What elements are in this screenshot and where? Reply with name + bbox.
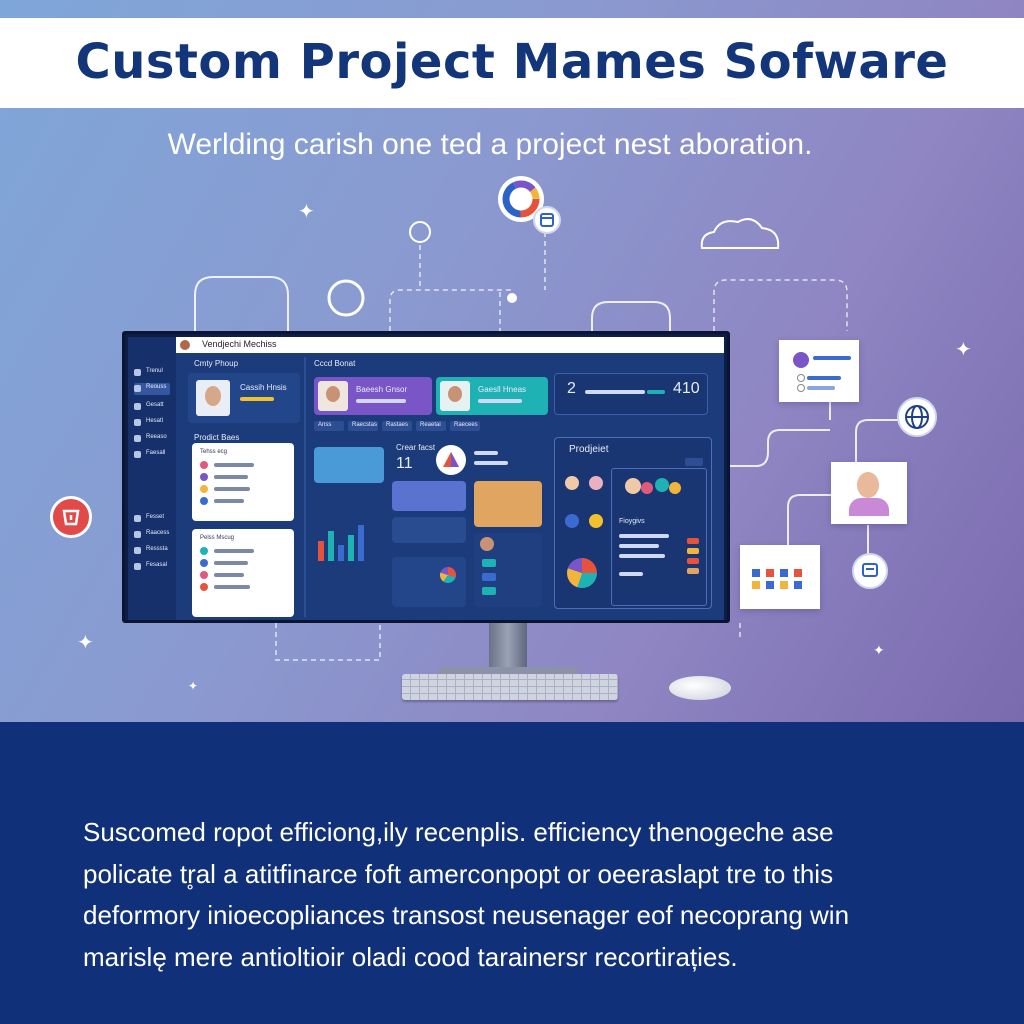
profile-card[interactable]: Baeesh Gnsor	[314, 377, 432, 415]
bar-chart-icon	[314, 515, 374, 561]
user-avatar[interactable]	[180, 340, 190, 350]
task-card[interactable]	[392, 517, 466, 543]
profile-card[interactable]: Gaesll Hneas	[436, 377, 548, 415]
mouse	[669, 676, 731, 700]
hero-section: Custom Project Mames Sofware Werlding ca…	[0, 0, 1024, 722]
description-line: policate tr̥al a atitfinarce foft amerco…	[83, 858, 834, 889]
globe-icon	[897, 397, 937, 437]
sidebar-item[interactable]: Trenul	[134, 367, 170, 379]
monitor-base	[438, 667, 578, 677]
description-line: marislę mere antioltioir oladi cood tara…	[83, 941, 738, 972]
big-number: 11	[396, 455, 413, 472]
list-card[interactable]: Tehss ecg	[192, 443, 294, 521]
monitor-stand	[489, 623, 527, 673]
app-screen: Trenul Reouss Gesatt Hesatl Reeaso Faesa…	[128, 337, 724, 620]
description-text: Suscomed ropot efficiong,ily recenplis. …	[83, 812, 983, 978]
sidebar-item[interactable]: Gesatt	[134, 401, 170, 413]
tab[interactable]: Anss	[314, 421, 344, 431]
tab[interactable]: Raecstas	[348, 421, 378, 431]
app-topbar: Vendjechi Mechiss	[176, 337, 724, 353]
connector-lines	[170, 218, 902, 661]
sidebar-item[interactable]: Resssta	[134, 545, 170, 557]
description-panel: Suscomed ropot efficiong,ily recenplis. …	[0, 722, 1024, 1024]
sparkle-icon: ✦	[955, 339, 972, 361]
logo-icon	[436, 445, 466, 475]
panel-title: Prodjeiet	[569, 444, 609, 455]
page-title: Custom Project Mames Sofware	[75, 34, 949, 90]
sparkle-icon: ✦	[77, 632, 94, 654]
icon-grid-card	[740, 545, 820, 609]
task-card[interactable]	[474, 533, 542, 607]
tab[interactable]: Rastaes	[382, 421, 412, 431]
cloud-icon	[700, 218, 780, 249]
project-team-label: Prodict Baes	[194, 433, 240, 442]
app-title: Vendjechi Mechiss	[202, 339, 277, 349]
sparkle-icon: ✦	[298, 201, 315, 223]
message-card	[779, 340, 859, 402]
sparkle-icon: ✦	[188, 679, 199, 693]
panel-subhead: Fioygivs	[619, 518, 645, 525]
sidebar-item-active[interactable]: Reouss	[134, 383, 170, 395]
stats-card: 2 410	[554, 373, 708, 415]
profile-photo-card	[831, 462, 907, 524]
panel-card-label: Crear facst	[396, 443, 436, 452]
monitor: Trenul Reouss Gesatt Hesatl Reeaso Faesa…	[122, 331, 730, 623]
panel-button[interactable]	[685, 458, 703, 466]
sidebar-item[interactable]: Faesall	[134, 449, 170, 461]
sidebar-item[interactable]: Raacess	[134, 529, 170, 541]
list-card[interactable]: Pelss Mscug	[192, 529, 294, 617]
title-bar: Custom Project Mames Sofware	[0, 18, 1024, 108]
sidebar-item[interactable]: Fesset	[134, 513, 170, 525]
calendar-icon	[533, 206, 561, 234]
tab[interactable]: Reaetai	[416, 421, 446, 431]
description-line: deformory inioecopliances transost neuse…	[83, 900, 850, 930]
sidebar-item[interactable]: Hesatl	[134, 417, 170, 429]
sparkle-icon: ✦	[873, 642, 885, 658]
task-card[interactable]	[392, 557, 466, 607]
metric-card[interactable]	[314, 447, 384, 483]
section-title: Cccd Bonat	[314, 359, 356, 368]
description-line: Suscomed ropot efficiong,ily recenplis. …	[83, 817, 834, 847]
task-card[interactable]	[474, 481, 542, 527]
sidebar-item[interactable]: Reeaso	[134, 433, 170, 445]
page-subtitle: Werlding carish one ted a project nest a…	[167, 128, 813, 161]
tab[interactable]: Raecees	[450, 421, 480, 431]
document-icon	[852, 553, 888, 589]
keyboard	[402, 674, 618, 700]
sidebar-item[interactable]: Fesasal	[134, 561, 170, 573]
alert-badge-icon	[50, 496, 92, 538]
task-card[interactable]	[392, 481, 466, 511]
sidebar: Trenul Reouss Gesatt Hesatl Reeaso Faesa…	[128, 337, 176, 620]
profile-card[interactable]: Cassih Hnsis	[188, 373, 300, 423]
section-title: Cmty Phoup	[194, 359, 239, 368]
project-panel: Prodjeiet Fioygivs	[554, 437, 712, 609]
